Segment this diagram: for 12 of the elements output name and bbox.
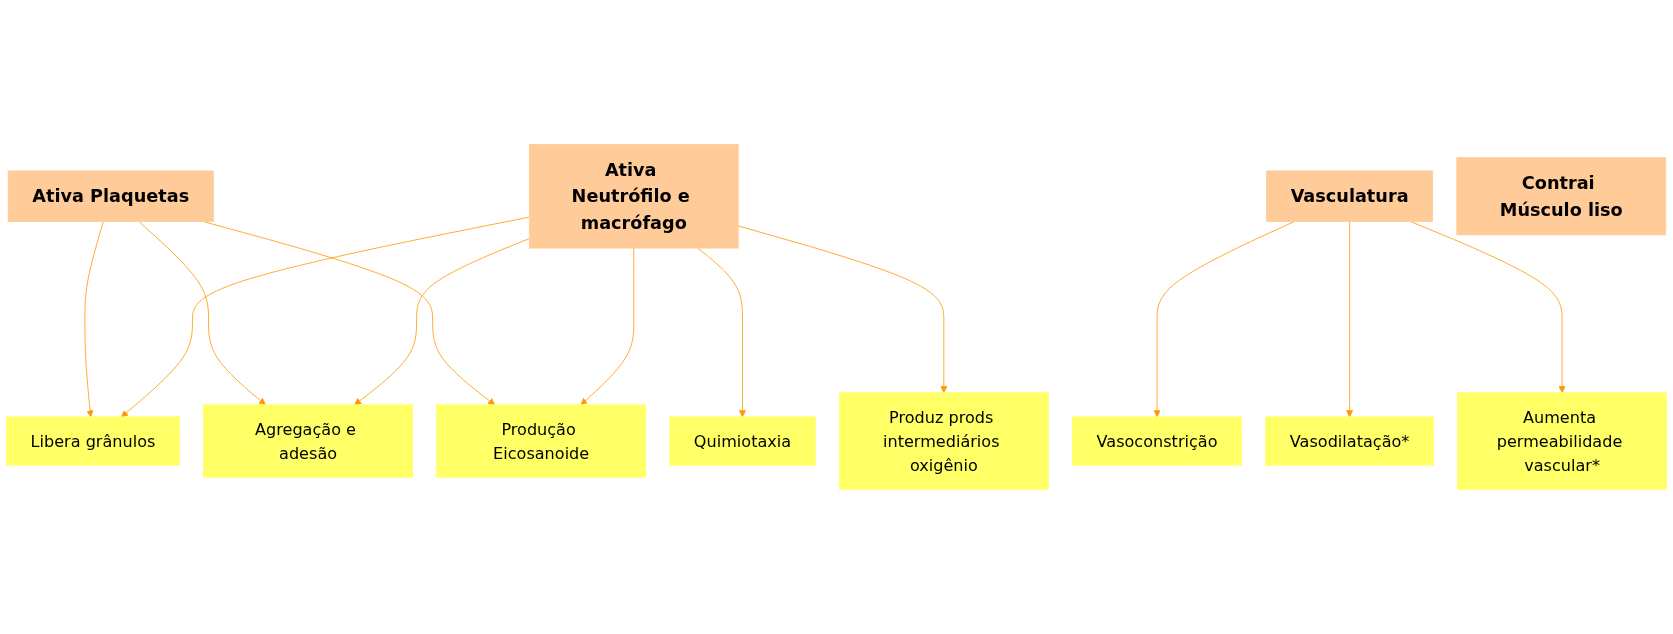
node-box: Aumenta permeabilidade vascular* <box>1457 392 1667 490</box>
node-box: Libera grânulos <box>6 416 180 466</box>
node-box: Vasoconstrição <box>1072 416 1242 466</box>
node-box: Ativa Plaquetas <box>7 170 214 223</box>
node-box: Vasculatura <box>1266 170 1434 223</box>
node-box: Vasodilatação* <box>1265 416 1434 466</box>
node-box: Produz prods intermediários oxigênio <box>838 392 1049 490</box>
node-box: Ativa Neutrófilo e macrófago <box>528 144 739 249</box>
node-box: Contrai Músculo liso <box>1456 157 1667 236</box>
node-box: Agregação e adesão <box>203 404 413 478</box>
node-box: Produção Eicosanoide <box>436 404 647 478</box>
node-box: Quimiotaxia <box>669 416 816 466</box>
